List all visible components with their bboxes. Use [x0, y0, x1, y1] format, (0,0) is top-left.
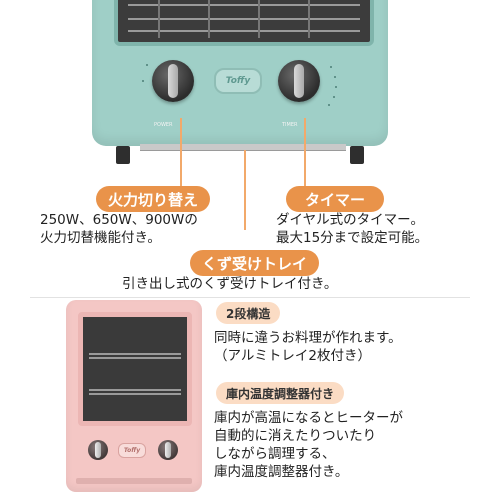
power-knob	[88, 440, 108, 460]
brand-logo: Toffy	[118, 443, 146, 458]
timer-desc-line1: ダイヤル式のタイマー。	[276, 212, 424, 228]
timer-tick	[335, 86, 337, 88]
rack-line	[128, 30, 360, 32]
knob-handle	[294, 64, 304, 98]
two-tier-badge: 2段構造	[216, 302, 281, 324]
timer-badge: タイマー	[286, 186, 384, 212]
crumb-tray-badge: くず受けトレイ	[190, 250, 320, 276]
rack-line	[128, 4, 360, 6]
thermostat-desc-line3: しながら調理する、	[214, 446, 336, 462]
oven-window	[114, 0, 374, 46]
timer-tick	[328, 104, 330, 106]
thermostat-desc-line1: 庫内が高温になるとヒーターが	[214, 410, 403, 426]
thermostat-desc-line4: 庫内温度調整器付き。	[214, 464, 349, 480]
timer-desc-line2: 最大15分まで設定可能。	[276, 230, 429, 246]
toaster-bottom-image: Toffy	[66, 300, 202, 492]
rack-line	[128, 18, 360, 20]
power-knob-label: POWER	[154, 122, 173, 128]
two-tier-desc-line2: （アルミトレイ2枚付き）	[214, 348, 371, 364]
two-tier-desc-line1: 同時に違うお料理が作れます。	[214, 330, 402, 346]
knob-handle	[168, 64, 178, 98]
rack-line	[89, 353, 181, 355]
rack-bar	[258, 0, 260, 38]
knob-handle	[165, 442, 171, 458]
thermostat-desc-line2: 自動的に消えたりついたり	[214, 428, 377, 444]
power-switch-badge: 火力切り替え	[96, 186, 211, 212]
power-tick	[146, 64, 148, 66]
rack-bar	[308, 0, 310, 38]
crumb-tray	[76, 478, 192, 484]
leader-line	[180, 118, 182, 186]
rack-line	[89, 357, 181, 359]
timer-tick	[333, 96, 335, 98]
timer-tick	[334, 76, 336, 78]
power-knob	[152, 60, 194, 102]
power-desc-line2: 火力切替機能付き。	[40, 230, 161, 246]
rack-bar	[208, 0, 210, 38]
leader-line	[304, 118, 306, 186]
toaster-foot	[116, 146, 130, 164]
toaster-foot	[350, 146, 364, 164]
section-divider	[30, 297, 470, 298]
power-tick	[142, 80, 144, 82]
oven-window	[78, 312, 192, 426]
timer-knob	[278, 60, 320, 102]
toaster-top-image: POWER Toffy TIMER	[92, 0, 388, 146]
thermostat-badge: 庫内温度調整器付き	[216, 382, 345, 404]
crumb-tray-desc: 引き出し式のくず受けトレイ付き。	[122, 276, 338, 292]
knob-handle	[95, 442, 101, 458]
timer-tick	[330, 66, 332, 68]
rack-line	[89, 389, 181, 391]
rack-bar	[158, 0, 160, 38]
leader-line	[244, 150, 246, 230]
timer-knob-label: TIMER	[282, 122, 298, 128]
brand-logo: Toffy	[214, 68, 262, 94]
crumb-tray	[140, 144, 346, 151]
rack-line	[89, 393, 181, 395]
power-desc-line1: 250W、650W、900Wの	[40, 212, 198, 228]
timer-knob	[158, 440, 178, 460]
